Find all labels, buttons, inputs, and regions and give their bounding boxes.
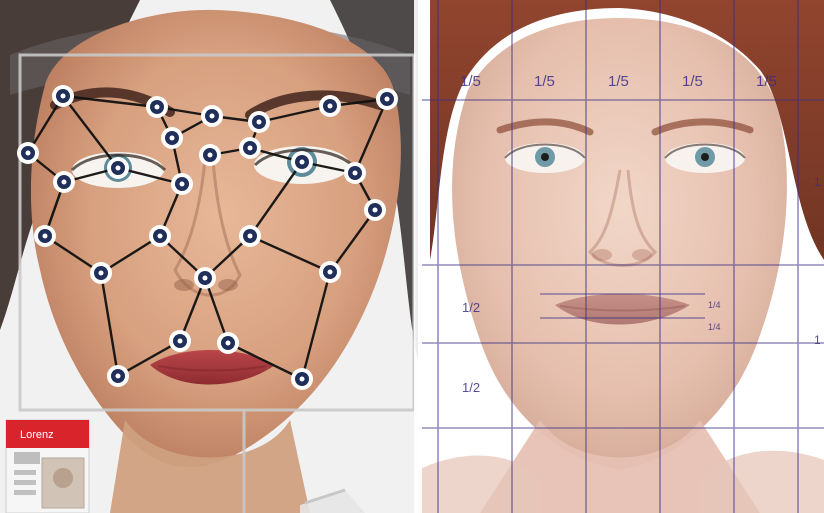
left-pupil [541, 153, 549, 161]
left-nostril [592, 249, 612, 261]
landmark-point [149, 225, 171, 247]
right-pupil [701, 153, 709, 161]
edge-label: 1 [814, 175, 821, 189]
id-card-text-line [14, 470, 36, 475]
edge-label: 1 [814, 333, 821, 347]
landmark-point [291, 368, 313, 390]
landmark-point [201, 105, 223, 127]
landmark-point [217, 332, 239, 354]
landmark-point [364, 199, 386, 221]
small-label: 1/4 [708, 300, 721, 310]
landmark-point [171, 173, 193, 195]
id-card-text-line [14, 480, 36, 485]
landmark-point [344, 162, 366, 184]
panel-divider [414, 0, 422, 513]
lower-label: 1/2 [462, 380, 480, 395]
id-card-stamp [14, 452, 40, 464]
landmark-point [146, 96, 168, 118]
column-label: 1/5 [756, 73, 777, 90]
landmark-point [90, 262, 112, 284]
column-label: 1/5 [608, 73, 629, 90]
landmark-point [194, 267, 216, 289]
landmark-point [199, 144, 221, 166]
landmark-point [169, 330, 191, 352]
lower-label: 1/2 [462, 300, 480, 315]
right-nostril [218, 279, 238, 291]
landmark-point [248, 111, 270, 133]
landmark-point [34, 225, 56, 247]
landmark-point [239, 137, 261, 159]
small-label: 1/4 [708, 322, 721, 332]
landmark-point [161, 127, 183, 149]
column-label: 1/5 [534, 73, 555, 90]
landmark-point [291, 151, 313, 173]
right-nostril [632, 249, 652, 261]
left-nostril [174, 279, 194, 291]
landmark-point [17, 142, 39, 164]
landmark-point [53, 171, 75, 193]
right-face-photo: 1/5 1/5 1/5 1/5 1/5 1/2 1/2 1/4 1/4 1 1 [418, 0, 824, 513]
landmark-point [239, 225, 261, 247]
id-card-text-line [14, 490, 36, 495]
column-label: 1/5 [682, 73, 703, 90]
landmark-point [376, 88, 398, 110]
landmark-point [52, 85, 74, 107]
landmark-point [319, 261, 341, 283]
landmark-point [107, 157, 129, 179]
left-face-photo: Lorenz [0, 0, 418, 513]
landmark-point [319, 95, 341, 117]
id-card-photo-face [53, 468, 73, 488]
landmark-point [107, 365, 129, 387]
id-card: Lorenz [6, 420, 89, 513]
id-card-name: Lorenz [20, 429, 54, 441]
column-label: 1/5 [460, 73, 481, 90]
